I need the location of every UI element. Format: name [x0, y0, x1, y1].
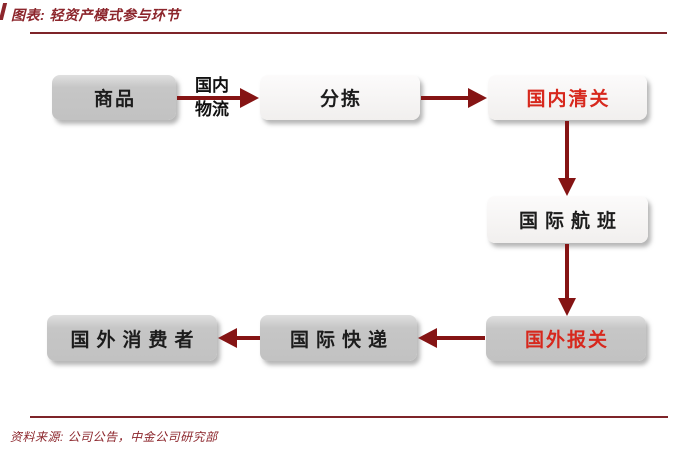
title-accent-bar — [0, 3, 8, 20]
arrowhead-down-icon — [558, 178, 576, 196]
node-sorting: 分拣 — [260, 75, 420, 120]
arrowhead-down-icon — [558, 298, 576, 316]
edge-label-line1: 国内 — [195, 76, 229, 95]
node-overseas-customs: 国外报关 — [486, 316, 646, 361]
arrow-sorting-to-domestic-customs — [421, 96, 469, 100]
header-rule — [30, 32, 667, 34]
arrow-goods-to-sorting — [177, 96, 242, 100]
arrow-domestic-customs-to-flight — [565, 121, 569, 180]
node-international-flight: 国际航班 — [487, 196, 648, 243]
arrowhead-right-icon — [468, 88, 487, 108]
arrow-overseas-customs-to-express — [436, 336, 485, 340]
footer-rule — [30, 416, 668, 418]
figure-title: 图表: 轻资产模式参与环节 — [11, 7, 181, 23]
edge-label-domestic-logistics: 国内 物流 — [181, 74, 243, 122]
edge-label-line2: 物流 — [195, 100, 229, 119]
node-overseas-consumer: 国外消费者 — [47, 315, 217, 361]
arrowhead-right-icon — [240, 88, 259, 108]
arrowhead-left-icon — [418, 328, 437, 348]
figure-source: 资料来源: 公司公告，中金公司研究部 — [10, 430, 218, 444]
arrow-express-to-consumer — [234, 336, 260, 340]
arrow-flight-to-overseas-customs — [565, 244, 569, 300]
node-goods: 商品 — [52, 75, 176, 120]
arrowhead-left-icon — [218, 328, 237, 348]
node-domestic-customs: 国内清关 — [488, 75, 647, 120]
node-international-express: 国际快递 — [260, 315, 417, 361]
